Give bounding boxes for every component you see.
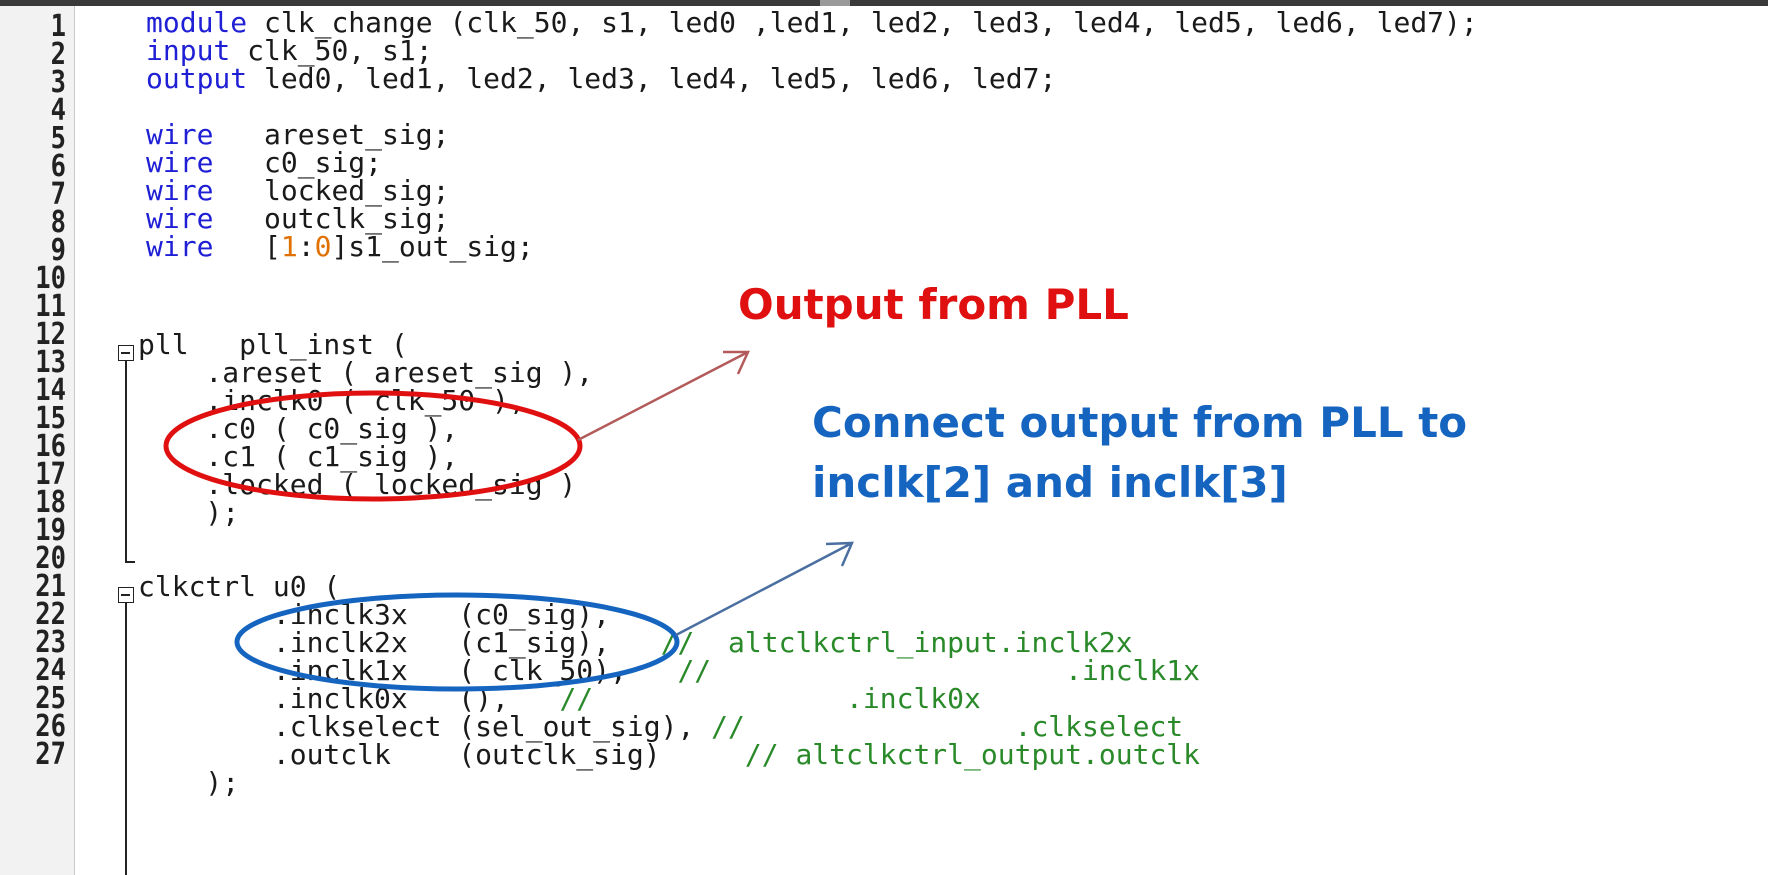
code-line-26[interactable]: ); (138, 766, 240, 799)
annotation-connect-line-2: inclk[2] and inclk[3] (812, 458, 1288, 507)
red-arrow-line (577, 350, 749, 442)
line-number: 5 (50, 121, 66, 156)
line-number: 8 (50, 205, 66, 240)
code-comment: // .clkselect (711, 710, 1184, 743)
code-line-8[interactable]: wire outclk_sig; (146, 204, 449, 234)
line-number: 12 (35, 317, 66, 352)
code-comment: // .inclk1x (677, 654, 1201, 687)
line-number: 4 (50, 93, 66, 128)
line-number: 15 (35, 401, 66, 436)
code-text: .outclk (outclk_sig) (138, 738, 745, 771)
code-line-24[interactable]: .clkselect (sel_out_sig), // .clkselect (138, 712, 1183, 742)
code-text: c0_sig; (213, 146, 383, 179)
keyword: wire (146, 174, 214, 207)
window-top-tab (820, 0, 850, 6)
fold-guide-end (125, 561, 135, 563)
code-text: [ (213, 230, 281, 263)
blue-arrow-head (825, 541, 854, 567)
keyword: wire (146, 118, 214, 151)
code-line-12[interactable]: .areset ( areset_sig ), (138, 356, 594, 389)
line-number: 1 (50, 9, 66, 44)
code-text: .clkselect (sel_out_sig), (138, 710, 712, 743)
code-line-2[interactable]: input clk_50, s1; (146, 36, 433, 66)
code-line-7[interactable]: wire locked_sig; (146, 176, 449, 206)
line-number: 2 (50, 37, 66, 72)
line-number: 17 (35, 457, 66, 492)
red-arrow-head (723, 350, 750, 375)
line-number: 3 (50, 65, 66, 100)
code-text: locked_sig; (213, 174, 450, 207)
code-line-1[interactable]: module clk_change (clk_50, s1, led0 ,led… (146, 8, 1478, 38)
fold-guide-line (125, 603, 127, 875)
line-number: 21 (35, 569, 66, 604)
code-text: clk_50, s1; (230, 34, 433, 67)
code-line-25[interactable]: .outclk (outclk_sig) // altclkctrl_outpu… (138, 740, 1200, 770)
line-number: 9 (50, 233, 66, 268)
line-number: 14 (35, 373, 66, 408)
line-number: 18 (35, 485, 66, 520)
code-text: outclk_sig; (213, 202, 450, 235)
window-top-border (0, 0, 1768, 6)
line-number: 22 (35, 597, 66, 632)
blue-arrow-line (675, 541, 853, 637)
line-number: 16 (35, 429, 66, 464)
keyword: wire (146, 146, 214, 179)
line-number: 27 (35, 737, 66, 772)
line-number: 25 (35, 681, 66, 716)
keyword: input (146, 34, 231, 67)
code-text: : (297, 230, 315, 263)
code-text: led0, led1, led2, led3, led4, led5, led6… (247, 62, 1057, 95)
keyword: module (146, 6, 248, 39)
line-number: 24 (35, 653, 66, 688)
code-text: clk_change (clk_50, s1, led0 ,led1, led2… (247, 6, 1478, 39)
code-text: ]s1_out_sig; (331, 230, 534, 263)
collapse-icon[interactable] (118, 345, 134, 361)
number-literal: 1 (280, 230, 298, 263)
line-number: 23 (35, 625, 66, 660)
code-line-5[interactable]: wire areset_sig; (146, 120, 449, 150)
line-number-gutter: 1 2 3 4 5 6 7 8 9 10 11 12 13 14 15 16 1… (0, 6, 75, 875)
line-number: 10 (35, 261, 66, 296)
keyword: wire (146, 202, 214, 235)
number-literal: 0 (314, 230, 332, 263)
annotation-pll-output: Output from PLL (738, 280, 1129, 329)
code-line-6[interactable]: wire c0_sig; (146, 148, 382, 178)
line-number: 20 (35, 541, 66, 576)
collapse-icon[interactable] (118, 587, 134, 603)
code-comment: // altclkctrl_output.outclk (744, 738, 1201, 771)
annotation-connect-line-1: Connect output from PLL to (812, 398, 1468, 447)
line-number: 7 (50, 177, 66, 212)
line-number: 11 (35, 289, 66, 324)
line-number: 26 (35, 709, 66, 744)
code-text: areset_sig; (213, 118, 450, 151)
line-number: 19 (35, 513, 66, 548)
line-number: 6 (50, 149, 66, 184)
code-line-17[interactable]: ); (138, 496, 240, 529)
line-number: 13 (35, 345, 66, 380)
keyword: output (146, 62, 248, 95)
code-line-9[interactable]: wire [1:0]s1_out_sig; (146, 232, 534, 262)
code-line-3[interactable]: output led0, led1, led2, led3, led4, led… (146, 64, 1056, 94)
fold-guide-line (125, 361, 127, 561)
code-line-11[interactable]: pll pll_inst ( (138, 328, 408, 361)
keyword: wire (146, 230, 214, 263)
